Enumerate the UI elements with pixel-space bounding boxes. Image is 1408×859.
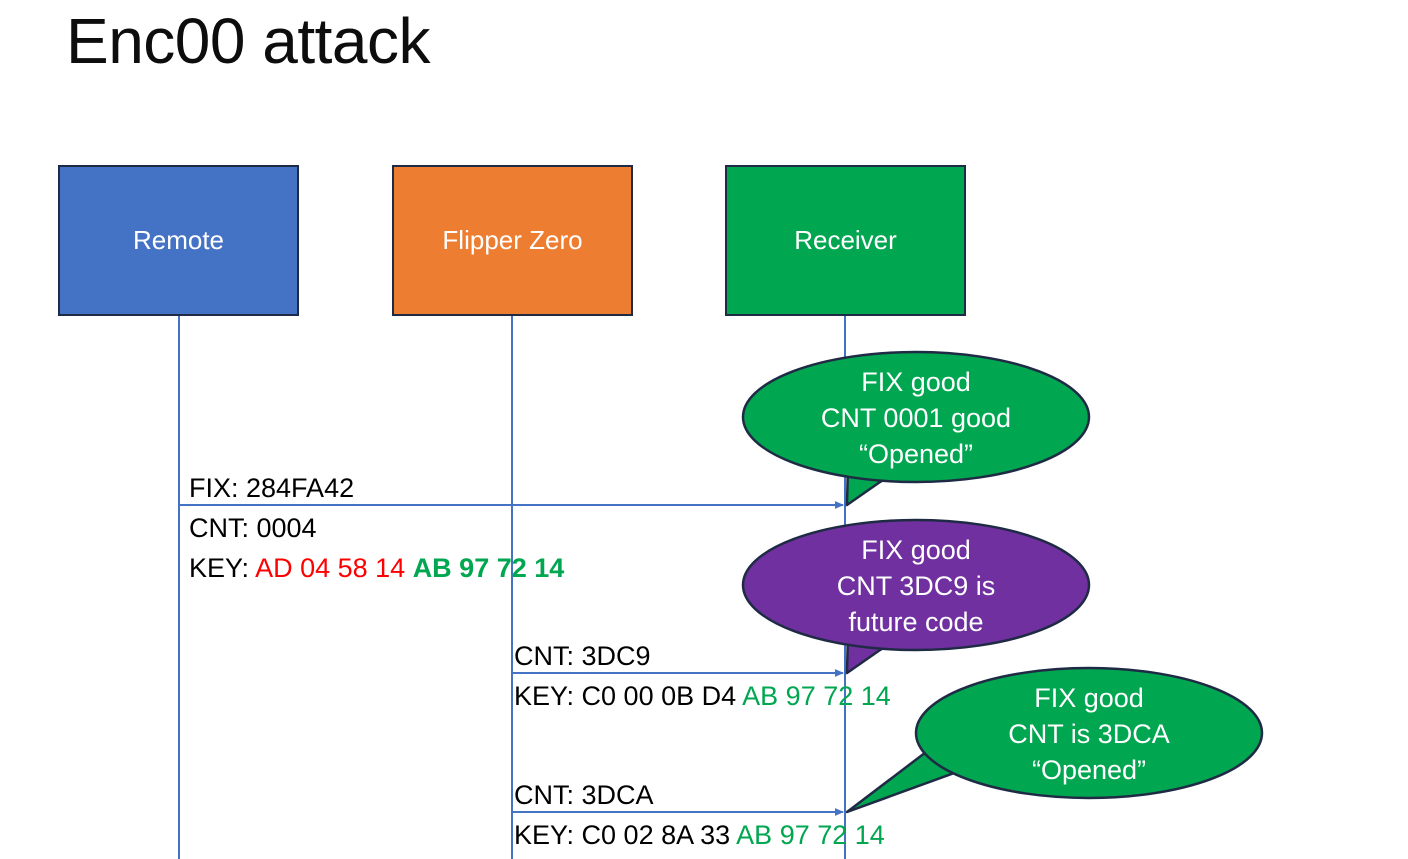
callout-fix-good-cnt-0001 bbox=[741, 350, 1091, 507]
actor-label-remote: Remote bbox=[132, 225, 225, 255]
message-1-key-green-bytes: AB 97 72 14 bbox=[412, 553, 565, 583]
actor-label-flipper-zero: Flipper Zero bbox=[442, 225, 583, 255]
message-2-cnt-label: CNT: 3DC9 bbox=[514, 641, 651, 671]
message-3-key-green-bytes: AB 97 72 14 bbox=[736, 820, 885, 850]
message-2-key-label: KEY: C0 00 0B D4 AB 97 72 14 bbox=[514, 683, 891, 710]
actor-box-remote[interactable]: Remote bbox=[58, 165, 299, 316]
message-3-key-label: KEY: C0 02 8A 33 AB 97 72 14 bbox=[514, 822, 885, 849]
callout-cnt-3dc9-future-code bbox=[741, 518, 1091, 675]
message-1-fix-label: FIX: 284FA42 bbox=[189, 473, 355, 503]
message-2-key-prefix: KEY: C0 00 0B D4 bbox=[514, 681, 743, 711]
actor-label-receiver: Receiver bbox=[794, 225, 897, 255]
actor-box-receiver[interactable]: Receiver bbox=[725, 165, 966, 316]
message-1-key-label: KEY: AD 04 58 14 AB 97 72 14 bbox=[189, 555, 564, 582]
message-1-key-red-bytes: AD 04 58 14 bbox=[255, 553, 413, 583]
callout-cnt-3dca-opened bbox=[845, 666, 1264, 814]
actor-box-flipper-zero[interactable]: Flipper Zero bbox=[392, 165, 633, 316]
message-3-key-prefix: KEY: C0 02 8A 33 bbox=[514, 820, 737, 850]
message-1-cnt-label: CNT: 0004 bbox=[189, 513, 317, 543]
message-3-cnt-label: CNT: 3DCA bbox=[514, 780, 654, 810]
message-arrows bbox=[179, 501, 844, 816]
message-2-key-green-bytes: AB 97 72 14 bbox=[742, 681, 891, 711]
page-title: Enc00 attack bbox=[66, 5, 431, 77]
message-1-key-prefix: KEY: bbox=[189, 553, 256, 583]
